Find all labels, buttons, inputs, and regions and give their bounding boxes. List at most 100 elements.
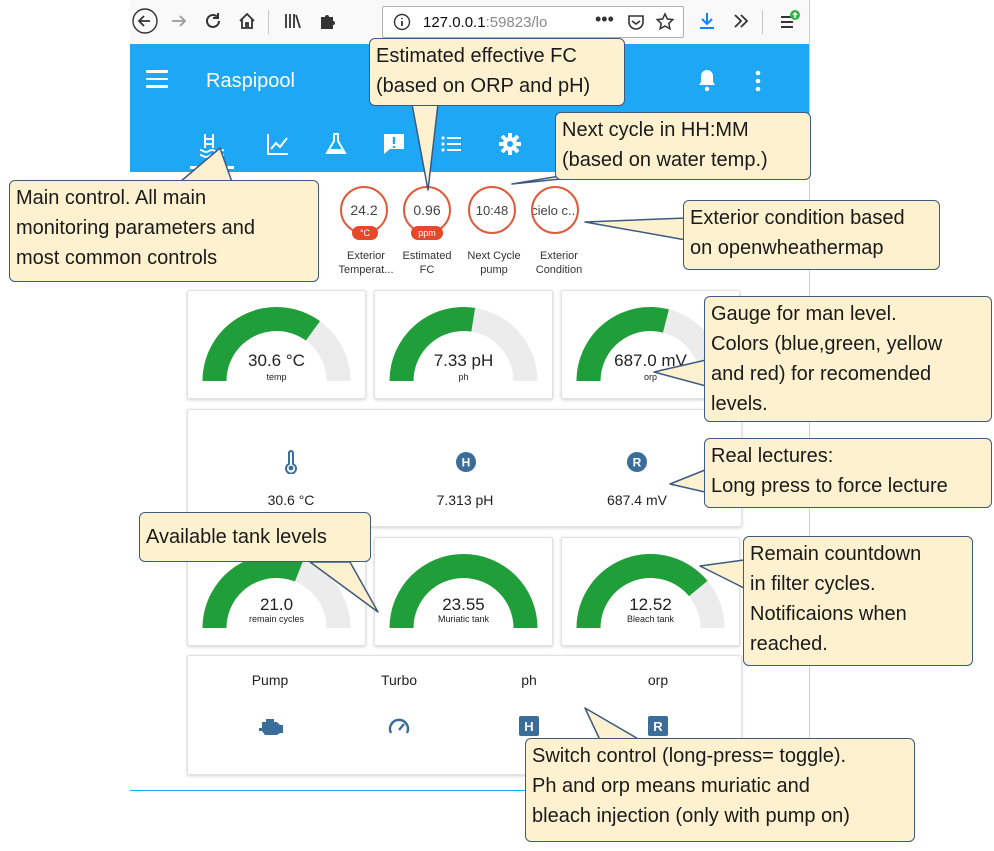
callout-real-lectures: Real lectures: Long press to force lectu… xyxy=(704,438,992,508)
speedometer-icon[interactable] xyxy=(387,715,411,739)
bookmark-star-icon[interactable] xyxy=(655,12,675,32)
browser-toolbar: 127.0.0.1:59823/lo ••• xyxy=(130,0,810,45)
library-icon xyxy=(285,14,301,29)
gauge-label: orp xyxy=(643,372,657,382)
callout-line: Exterior condition based xyxy=(690,207,905,229)
tab-history[interactable] xyxy=(262,128,294,160)
chip-exterior-condition[interactable]: cielo c... xyxy=(531,186,579,234)
toolbar-separator xyxy=(268,10,269,34)
engine-icon[interactable] xyxy=(257,716,285,736)
bell-icon[interactable] xyxy=(696,68,718,92)
callout-line: and red) for recomended xyxy=(711,363,932,385)
home-icon xyxy=(239,12,255,29)
gauge-value: 23.55 xyxy=(442,595,485,614)
url-bar[interactable]: 127.0.0.1:59823/lo ••• xyxy=(382,6,684,38)
app-title: Raspipool xyxy=(206,70,295,92)
pocket-icon[interactable] xyxy=(627,13,645,31)
download-icon xyxy=(700,13,714,29)
gauge-fill xyxy=(202,554,304,628)
callout-line: Estimated effective FC xyxy=(376,45,577,67)
switch-label-ph: ph xyxy=(521,672,537,688)
h-box-icon[interactable]: H xyxy=(518,715,540,737)
chip-label: Estimated FC xyxy=(402,250,452,276)
tab-list[interactable] xyxy=(436,128,468,160)
callout-estimated-fc: Estimated effective FC (based on ORP and… xyxy=(369,38,625,106)
r-box-icon[interactable]: R xyxy=(647,715,669,737)
gauge-label: ph xyxy=(458,372,469,382)
chip-next-cycle[interactable]: 10:48 xyxy=(468,186,516,234)
reload-button[interactable] xyxy=(198,6,228,36)
callout-line: Next cycle in HH:MM xyxy=(562,119,749,141)
back-button[interactable] xyxy=(130,6,160,36)
callout-pointer-gauge xyxy=(653,359,707,387)
callout-line: Gauge for man level. xyxy=(711,303,897,325)
reading-orp[interactable]: 687.4 mV xyxy=(607,492,667,508)
callout-remain-countdown: Remain countdown in filter cycles. Notif… xyxy=(743,536,973,666)
gauge-arc xyxy=(202,554,351,628)
gauge-value: 30.6 °C xyxy=(248,351,305,370)
readings-card: 30.6 °C H 7.313 pH R 687.4 mV xyxy=(187,409,742,527)
page-bottom-line xyxy=(130,790,810,791)
tab-alerts[interactable] xyxy=(378,128,410,160)
url-text: 127.0.0.1:59823/lo xyxy=(423,14,603,31)
gauge-card-bleach-tank[interactable]: 12.52 Bleach tank xyxy=(561,537,740,646)
extensions-button[interactable] xyxy=(312,6,342,36)
gauge-card-temp[interactable]: 30.6 °C temp xyxy=(187,290,366,399)
info-icon[interactable] xyxy=(393,13,411,31)
chip-badge: ppm xyxy=(411,226,443,240)
url-path: :59823/lo xyxy=(485,14,548,31)
r-badge-icon: R xyxy=(627,452,647,472)
flask-icon xyxy=(325,133,347,154)
library-button[interactable] xyxy=(278,6,308,36)
callout-gauge-levels: Gauge for man level. Colors (blue,green,… xyxy=(704,296,992,422)
callout-line: Remain countdown xyxy=(750,543,922,565)
gauge-fill xyxy=(389,307,476,381)
callout-line: Ph and orp means muriatic and xyxy=(532,775,810,797)
callout-line: reached. xyxy=(750,633,828,655)
chip-label: Next Cycle pump xyxy=(467,250,521,276)
gauge-label: Bleach tank xyxy=(626,614,675,624)
hamburger-update-icon xyxy=(781,10,800,28)
callout-exterior-condition: Exterior condition based on openwheather… xyxy=(683,200,940,270)
overflow-button[interactable] xyxy=(726,6,756,36)
h-badge-icon: H xyxy=(456,452,476,472)
more-vert-icon[interactable] xyxy=(754,70,762,92)
reading-ph[interactable]: 7.313 pH xyxy=(436,492,494,508)
chip-exterior-temp[interactable]: 24.2 xyxy=(340,186,388,234)
tab-settings[interactable] xyxy=(494,128,526,160)
gauge-card-ph[interactable]: 7.33 pH ph xyxy=(374,290,553,399)
callout-pointer-countdown xyxy=(699,559,745,589)
callout-line: bleach injection (only with pump on) xyxy=(532,805,850,827)
gauge-label: remain cycles xyxy=(248,614,304,624)
gauge-fill xyxy=(202,307,320,381)
tab-chemistry[interactable] xyxy=(320,128,352,160)
app-menu-button[interactable] xyxy=(774,6,804,36)
box-letter: H xyxy=(524,719,533,734)
chip-label: Exterior Condition xyxy=(535,250,583,276)
gauge-value: 21.0 xyxy=(259,595,294,614)
gauge-arc xyxy=(389,553,538,628)
gauge-card-muriatic-tank[interactable]: 23.55 Muriatic tank xyxy=(374,537,553,646)
chip-value: 10:48 xyxy=(475,202,509,218)
badge-letter: H xyxy=(462,456,471,470)
callout-line: in filter cycles. xyxy=(750,573,876,595)
box-letter: R xyxy=(653,719,663,734)
page-actions-icon[interactable]: ••• xyxy=(595,9,614,29)
forward-button[interactable] xyxy=(164,6,194,36)
switch-label-pump: Pump xyxy=(251,672,289,688)
home-button[interactable] xyxy=(232,6,262,36)
downloads-button[interactable] xyxy=(692,6,722,36)
gear-icon xyxy=(499,133,521,155)
menu-icon[interactable] xyxy=(146,70,168,88)
callout-pointer-fc xyxy=(411,103,439,191)
callout-line: Main control. All main xyxy=(16,187,207,209)
callout-line: Switch control (long-press= toggle). xyxy=(532,745,847,767)
reading-temp[interactable]: 30.6 °C xyxy=(267,492,315,508)
callout-line: Available tank levels xyxy=(146,526,327,548)
callout-line: levels. xyxy=(711,393,768,415)
gauge-value: 687.0 mV xyxy=(614,351,687,370)
callout-line: Real lectures: xyxy=(711,445,834,467)
badge-letter: R xyxy=(633,456,642,470)
gauge-label: temp xyxy=(266,372,287,382)
